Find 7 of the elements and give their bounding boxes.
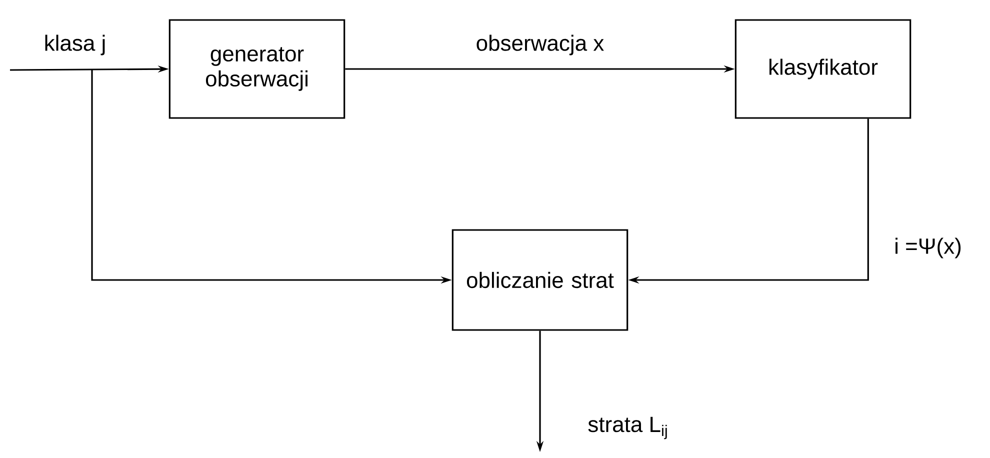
edge-label: klasa j (42, 34, 108, 56)
edge-label: strata L$_{ij}$ (586, 416, 670, 440)
process-box: klasyfikator (734, 19, 912, 119)
edge-label: obserwacja x (474, 34, 606, 56)
edge-label: i =Ψ(x) (893, 236, 963, 260)
process-box: obliczanie strat (452, 229, 628, 331)
process-box: generator obserwacji (168, 19, 346, 119)
